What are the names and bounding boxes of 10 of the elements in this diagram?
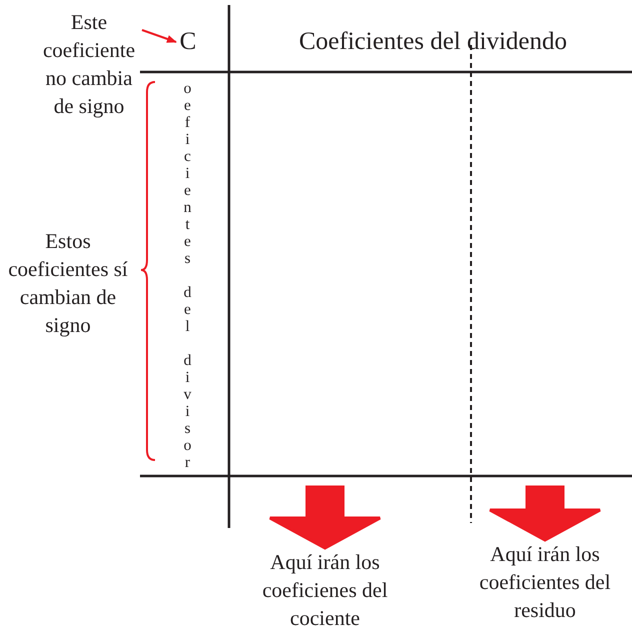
- column-heading: Coeficientes del dividendo: [298, 28, 568, 56]
- block-arrow: [268, 486, 382, 550]
- note-text: Aquí irán los coeficienes del cociente: [245, 548, 405, 632]
- note-text: Estos coeficientes sí cambian de signo: [7, 228, 129, 339]
- vertical-text: oeficientes del divisor: [178, 80, 197, 471]
- coefficient-letter: C: [176, 28, 200, 56]
- block-arrow: [488, 486, 602, 542]
- note-text: Este coeficiente no cambia de signo: [36, 8, 142, 120]
- arrow: [142, 29, 177, 43]
- note-text: Aquí irán los coeficientes del residuo: [465, 540, 625, 624]
